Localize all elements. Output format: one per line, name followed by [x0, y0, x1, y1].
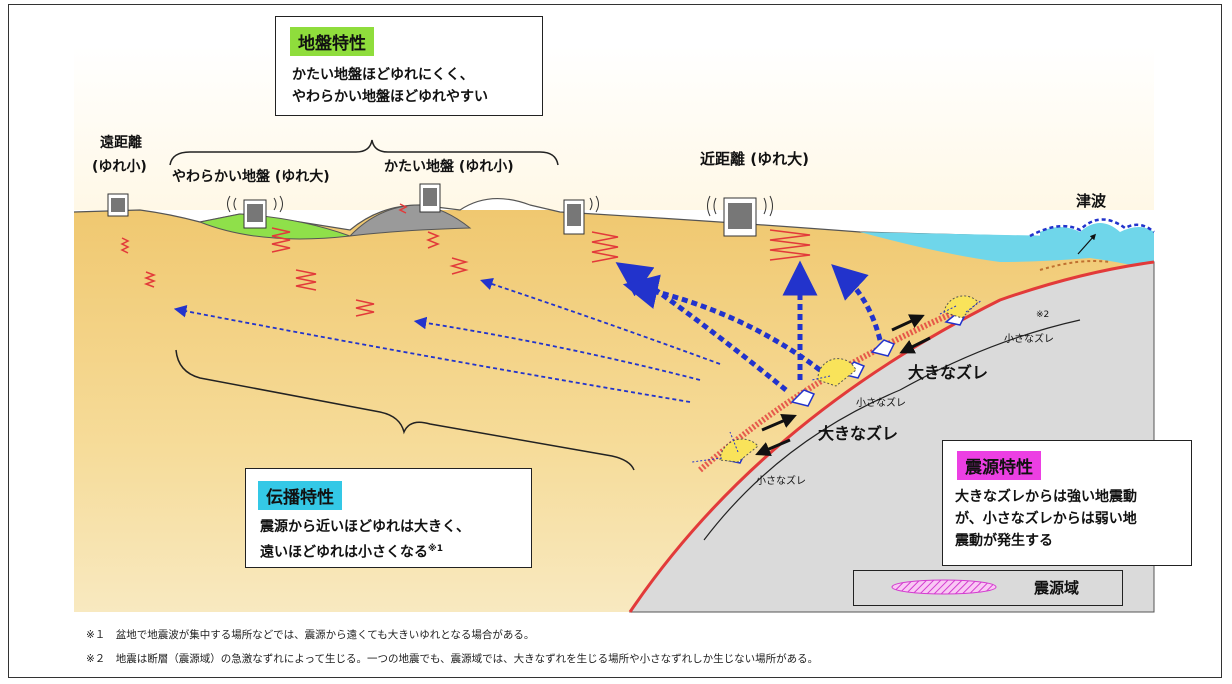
shingen-tag: 震源特性	[957, 451, 1041, 480]
wave-arrows-thin	[173, 278, 721, 403]
small-slip-fans	[719, 295, 979, 463]
hard-ground	[348, 204, 472, 237]
small-slip-label-1: 小さなズレ	[1004, 334, 1054, 345]
jiban-text-2: やわらかい地盤ほどゆれやすい	[292, 89, 488, 105]
denpa-text-2: 遠いほどゆれは小さくなる※1	[260, 539, 443, 564]
small-wave-arrows	[691, 299, 983, 463]
footnote-1: ※１ 盆地で地震波が集中する場所などでは、震源から遠くても大きいゆれとなる場合が…	[86, 629, 535, 641]
shingen-text-3: 震動が発生する	[955, 533, 1053, 549]
sky-area	[74, 46, 1154, 212]
plate-inner-line	[703, 319, 1081, 541]
footnote-2: ※２ 地震は断層（震源域）の急激なずれによって生じる。一つの地震でも、震源域では…	[86, 653, 819, 665]
jiban-text-1: かたい地盤ほどゆれにくく、	[292, 67, 474, 83]
building-mid	[563, 195, 599, 235]
jiban-box: 地盤特性 かたい地盤ほどゆれにくく、 やわらかい地盤ほどゆれやすい	[275, 16, 543, 116]
footnote-mark-2: ※2	[1036, 310, 1050, 320]
building-far	[107, 193, 129, 217]
jiban-tag: 地盤特性	[290, 27, 374, 56]
big-slip-label-1: 大きなズレ	[908, 363, 989, 382]
source-region-legend-swatch	[891, 579, 997, 595]
brace-jiban	[169, 139, 559, 166]
far-label-1: 遠距離	[100, 135, 142, 151]
building-near	[707, 195, 773, 237]
big-slip-label-2: 大きなズレ	[818, 424, 899, 443]
tsunami-arrow	[1077, 233, 1096, 255]
tsunami-label: 津波	[1076, 192, 1107, 210]
denpa-text-1: 震源から近いほどゆれは大きく、	[260, 519, 470, 535]
tsunami-rise-line	[1039, 260, 1111, 271]
shaking-marks	[120, 203, 811, 317]
denpa-box: 伝播特性 震源から近いほどゆれは大きく、 遠いほどゆれは小さくなる※1	[245, 468, 532, 568]
figure-frame	[8, 4, 1222, 678]
tsunami-wave	[1040, 223, 1154, 240]
footnote-mark-1: ※1	[428, 544, 444, 554]
shingen-text-2: が、小さなズレからは弱い地	[955, 511, 1137, 527]
building-soft	[227, 195, 283, 229]
far-label-2: (ゆれ小)	[92, 159, 147, 175]
brace-denpa	[175, 349, 635, 471]
hard-ground-label: かたい地盤 (ゆれ小)	[384, 159, 514, 175]
tsunami-dotted-line	[1029, 218, 1155, 238]
slip-arrows	[755, 314, 931, 456]
denpa-tag: 伝播特性	[258, 481, 342, 510]
soft-ground-label: やわらかい地盤 (ゆれ大)	[172, 169, 330, 185]
land-skyline	[74, 198, 1154, 240]
denpa-text-2-body: 遠いほどゆれは小さくなる	[260, 544, 428, 561]
shingen-box: 震源特性 大きなズレからは強い地震動 が、小さなズレからは弱い地 震動が発生する	[942, 440, 1192, 566]
wave-arrows-thick	[615, 260, 883, 392]
legend-box: 震源域	[853, 570, 1123, 606]
legend-label: 震源域	[1034, 579, 1080, 597]
near-label: 近距離 (ゆれ大)	[700, 150, 809, 168]
sea	[860, 232, 1154, 270]
small-slip-label-2: 小さなズレ	[856, 398, 906, 409]
building-hard	[419, 183, 441, 213]
shingen-text-1: 大きなズレからは強い地震動	[955, 489, 1137, 505]
small-slip-label-3: 小さなズレ	[756, 476, 806, 487]
